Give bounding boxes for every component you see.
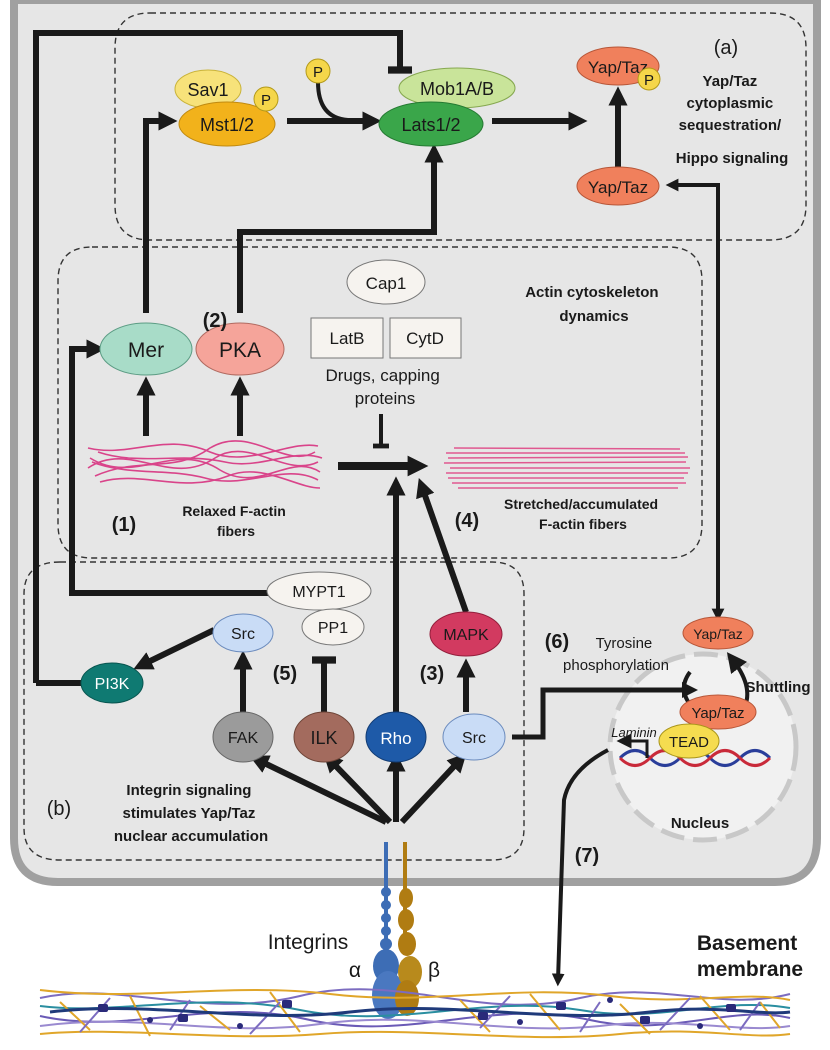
node-src-lower: Src [442, 713, 506, 761]
cytd-label: CytD [406, 329, 444, 348]
node-mst-phospho: P [253, 86, 279, 112]
integrin-alpha [372, 842, 404, 1019]
src-upper-label: Src [231, 626, 255, 643]
pi3k-label: PI3K [95, 676, 130, 693]
drugs-label: Drugs, capping proteins [325, 366, 444, 408]
step-3-label: (3) [420, 663, 444, 685]
section-b-label: (b) [47, 798, 71, 820]
ilk-label: ILK [310, 728, 337, 748]
fak-label: FAK [228, 730, 259, 747]
yaptaz-p-label: Yap/Taz [588, 58, 648, 77]
step-1-label: (1) [112, 514, 136, 536]
node-yaptaz-nuclear: Yap/Taz [679, 694, 757, 730]
hippo-region [114, 12, 807, 241]
integrin-region [23, 561, 525, 861]
node-ilk: ILK [293, 711, 355, 763]
arrow-mapk-to-actin [416, 477, 469, 613]
arrow-src-to-pi3k [133, 627, 216, 670]
node-pp1: PP1 [301, 608, 365, 646]
node-pi3k: PI3K [80, 662, 144, 704]
node-mob: Mob1A/B [398, 67, 516, 109]
free-phospho-label: P [313, 64, 323, 81]
step-2-label: (2) [203, 310, 227, 332]
node-yaptaz-phosphorylated: Yap/Taz P [576, 46, 661, 91]
tyrosine-label: Tyrosine phosphorylation [563, 635, 669, 674]
arrow-laminin-to-membrane [551, 748, 609, 987]
relaxed-f-actin-fibers [87, 440, 323, 489]
node-pka: PKA [195, 322, 285, 376]
yaptaz-shuttle-label: Yap/Taz [693, 626, 743, 642]
node-latb: LatB [310, 317, 384, 359]
arrow-mer-to-mst [143, 111, 178, 313]
node-rho: Rho [365, 711, 427, 763]
node-mypt1: MYPT1 [266, 571, 372, 611]
node-src-upper: Src [212, 613, 274, 653]
mst-phospho-label: P [261, 92, 271, 109]
arrow-pka-to-lats [237, 143, 444, 313]
basement-membrane-label: Basement membrane [697, 932, 803, 981]
section-a-title: Yap/Taz cytoplasmic sequestration/ Hippo… [676, 73, 789, 167]
basement-membrane-mesh [39, 988, 791, 1039]
latb-label: LatB [330, 329, 365, 348]
step-6-label: (6) [545, 631, 569, 653]
basement-membrane-nodes [98, 997, 736, 1029]
arrow-yaptaz-shuttle-link [665, 178, 725, 622]
actin-section-title: Actin cytoskeleton dynamics [525, 284, 663, 325]
node-mapk: MAPK [429, 611, 503, 657]
yaptaz-phospho-label: P [644, 72, 654, 89]
node-yaptaz-shuttle: Yap/Taz [682, 616, 754, 650]
shuttling-label: Shuttling [746, 679, 811, 696]
mst-label: Mst1/2 [200, 115, 254, 135]
node-mer: Mer [99, 322, 193, 376]
mob-label: Mob1A/B [420, 79, 494, 99]
pp1-label: PP1 [318, 620, 348, 637]
cap1-label: Cap1 [366, 274, 407, 293]
yaptaz-nuc-label: Yap/Taz [691, 705, 744, 722]
section-a-label: (a) [714, 37, 738, 59]
arrow-integrin-to-src [399, 752, 467, 825]
step-7-label: (7) [575, 845, 599, 867]
arrow-phospho-to-lats [316, 81, 349, 122]
laminin-label: Laminin [611, 725, 657, 740]
sav1-label: Sav1 [187, 80, 228, 100]
integrins-label: Integrins [268, 931, 349, 954]
cell-body [10, 0, 821, 886]
lats-label: Lats1/2 [401, 115, 460, 135]
node-cap1: Cap1 [346, 259, 426, 305]
nucleus-label: Nucleus [671, 815, 729, 832]
src-lower-label: Src [462, 730, 486, 747]
mer-label: Mer [128, 339, 164, 362]
inhibition-top-to-lats [33, 30, 412, 683]
node-fak: FAK [212, 711, 274, 763]
beta-label: β [428, 959, 440, 982]
mypt1-label: MYPT1 [292, 584, 345, 601]
node-sav1: Sav1 [174, 69, 242, 109]
relaxed-fibers-label: Relaxed F-actin fibers [182, 503, 289, 539]
mapk-label: MAPK [443, 627, 489, 644]
stretched-f-actin-fibers [443, 447, 690, 489]
node-tead: TEAD [658, 723, 720, 759]
arrow-src-to-nucleus [512, 681, 699, 740]
node-free-phospho: P [305, 58, 331, 84]
rho-label: Rho [380, 729, 411, 748]
node-mst: Mst1/2 [178, 101, 276, 147]
yaptaz-cyto-label: Yap/Taz [588, 178, 648, 197]
node-cytd: CytD [389, 317, 462, 359]
stretched-fibers-label: Stretched/accumulated F-actin fibers [504, 496, 662, 532]
node-yaptaz-cytoplasmic: Yap/Taz [576, 166, 660, 206]
pka-label: PKA [219, 339, 261, 362]
step-4-label: (4) [455, 510, 479, 532]
arrow-integrin-to-fak [249, 755, 388, 825]
tead-label: TEAD [669, 734, 709, 751]
step-5-label: (5) [273, 663, 297, 685]
section-b-title: Integrin signaling stimulates Yap/Taz nu… [114, 782, 268, 845]
arrow-integrin-to-ilk [323, 753, 393, 825]
node-lats: Lats1/2 [378, 101, 484, 147]
arrow-tead-transcription [616, 733, 649, 758]
alpha-label: α [349, 959, 361, 982]
arrow-mypt1-to-mer [69, 339, 268, 596]
